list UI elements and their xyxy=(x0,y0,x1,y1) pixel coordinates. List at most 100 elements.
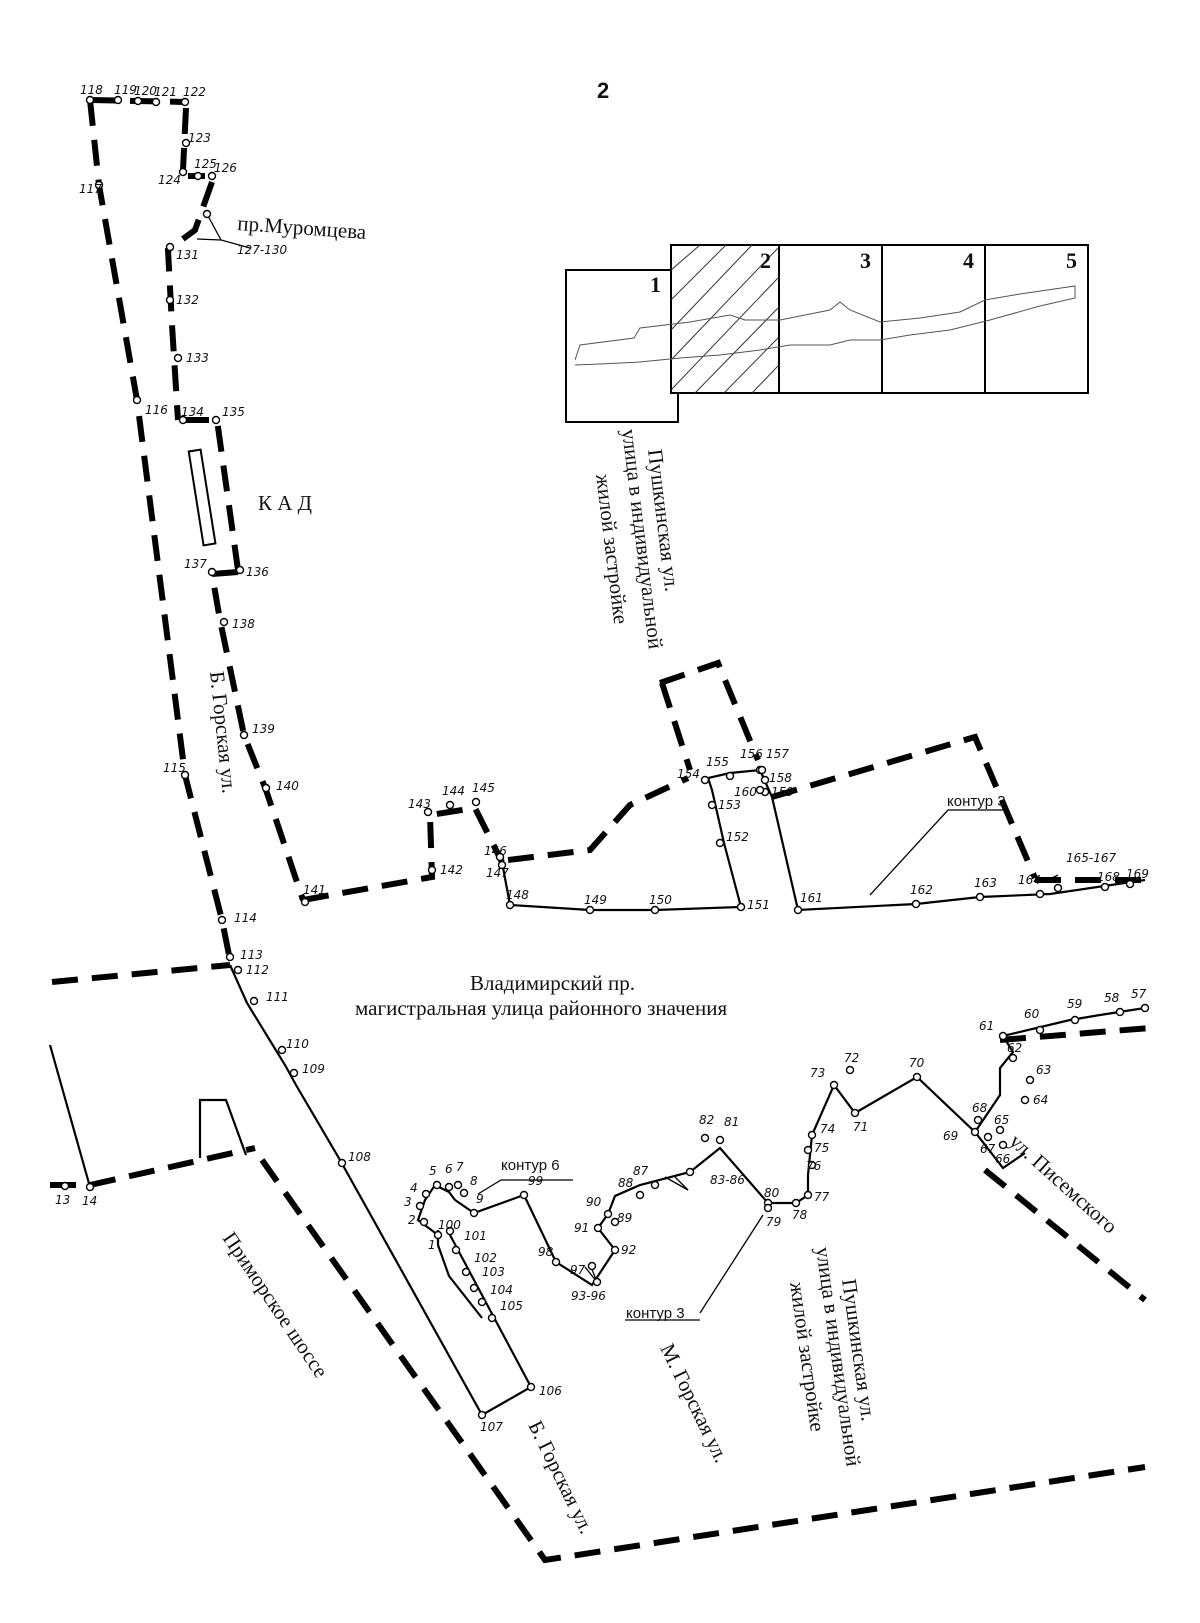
vertex-number: 132 xyxy=(176,293,199,307)
vertex-marker xyxy=(471,797,481,807)
vertex-number: 103 xyxy=(482,1265,505,1279)
vertex-marker xyxy=(235,565,245,575)
vertex-marker xyxy=(1115,1007,1125,1017)
label-contour-6: контур 6 xyxy=(501,1157,560,1174)
vertex-number: 121 xyxy=(154,85,177,99)
vertex-marker xyxy=(178,415,188,425)
vertex-marker xyxy=(211,415,221,425)
vertex-marker xyxy=(519,1190,529,1200)
vertex-marker xyxy=(433,1230,443,1240)
vertex-number: 164 xyxy=(1018,873,1041,887)
vertex-marker xyxy=(700,1133,710,1143)
vertex-number: 139 xyxy=(252,722,275,736)
vertex-number: 63 xyxy=(1036,1063,1051,1077)
vertex-number: 119 xyxy=(114,83,137,97)
vertex-number: 111 xyxy=(266,990,289,1004)
vertex-marker xyxy=(763,1203,773,1213)
vertex-marker xyxy=(793,905,803,915)
vertex-marker xyxy=(1100,882,1110,892)
vertex-marker xyxy=(132,395,142,405)
vertex-number: 13 xyxy=(55,1193,70,1207)
vertex-number: 67 xyxy=(980,1142,996,1156)
vertex-number: 74 xyxy=(820,1122,835,1136)
vertex-marker xyxy=(1125,879,1135,889)
label-contour-3-bottom: контур 3 xyxy=(626,1305,685,1322)
vertex-number: 110 xyxy=(286,1037,309,1051)
vertex-number: 145 xyxy=(472,781,495,795)
vertex-marker xyxy=(459,1188,469,1198)
vertex-marker xyxy=(807,1160,817,1170)
label-contour-3-top: контур 3 xyxy=(947,793,1006,810)
vertex-marker xyxy=(453,1180,463,1190)
vertex-marker xyxy=(151,97,161,107)
vertex-marker xyxy=(225,952,235,962)
vertex-marker xyxy=(85,95,95,105)
index-sheet-5 xyxy=(984,244,1089,394)
vertex-number: 154 xyxy=(677,767,700,781)
vertex-number: 158 xyxy=(769,771,792,785)
vertex-marker xyxy=(249,996,259,1006)
vertex-marker xyxy=(650,905,660,915)
vertex-marker xyxy=(207,567,217,577)
vertex-number: 168 xyxy=(1097,870,1120,884)
index-sheet-3-label: 3 xyxy=(860,248,871,273)
vertex-marker xyxy=(807,1130,817,1140)
vertex-number: 105 xyxy=(500,1299,523,1313)
vertex-marker xyxy=(261,783,271,793)
vertex-number: 109 xyxy=(302,1062,325,1076)
vertex-marker xyxy=(60,1181,70,1191)
index-sheet-2-label: 2 xyxy=(760,248,771,273)
vertex-number: 98 xyxy=(538,1245,554,1259)
vertex-number: 104 xyxy=(490,1283,513,1297)
vertex-number: 150 xyxy=(649,893,672,907)
vertex-number: 126 xyxy=(214,161,237,175)
vertex-marker xyxy=(451,1245,461,1255)
index-sheet-4-label: 4 xyxy=(963,248,974,273)
vertex-number: 123 xyxy=(188,131,211,145)
vertex-number: 1 xyxy=(428,1238,436,1252)
vertex-number: 62 xyxy=(1007,1041,1022,1055)
vertex-marker xyxy=(635,1190,645,1200)
vertex-marker xyxy=(587,1261,597,1271)
vertex-number: 160 xyxy=(734,785,757,799)
vertex-marker xyxy=(207,171,217,181)
index-sheet-1 xyxy=(565,269,679,423)
vertex-number: 93-96 xyxy=(571,1289,606,1303)
vertex-marker xyxy=(700,775,710,785)
vertex-number: 82 xyxy=(699,1113,714,1127)
vertex-marker xyxy=(181,138,191,148)
vertex-number: 79 xyxy=(766,1215,781,1229)
vertex-marker xyxy=(461,1267,471,1277)
vertex-number: 71 xyxy=(853,1120,868,1134)
vertex-marker xyxy=(912,1072,922,1082)
vertex-number: 69 xyxy=(943,1129,958,1143)
vertex-marker xyxy=(725,771,735,781)
vertex-marker xyxy=(1020,1095,1030,1105)
vertex-number: 70 xyxy=(909,1056,925,1070)
vertex-marker xyxy=(219,617,229,627)
vertex-number: 117 xyxy=(79,182,102,196)
vertex-number: 60 xyxy=(1024,1007,1040,1021)
vertex-number: 65 xyxy=(994,1113,1009,1127)
vertex-number: 83-86 xyxy=(710,1173,745,1187)
vertex-marker xyxy=(415,1201,425,1211)
vertex-number: 77 xyxy=(814,1190,830,1204)
vertex-number: 162 xyxy=(910,883,933,897)
vertex-marker xyxy=(217,915,227,925)
vertex-marker xyxy=(180,770,190,780)
vertex-number: 133 xyxy=(186,351,209,365)
vertex-number: 149 xyxy=(584,893,607,907)
vertex-marker xyxy=(421,1189,431,1199)
vertex-marker xyxy=(526,1382,536,1392)
vertex-number: 68 xyxy=(972,1101,988,1115)
vertex-number: 148 xyxy=(506,888,529,902)
vertex-number: 153 xyxy=(718,798,741,812)
vertex-marker xyxy=(551,1257,561,1267)
vertex-number: 76 xyxy=(806,1159,822,1173)
vertex-marker xyxy=(469,1283,479,1293)
vertex-number: 152 xyxy=(726,830,749,844)
vertex-marker xyxy=(592,1277,602,1287)
vertex-number: 156 xyxy=(740,747,763,761)
vertex-marker xyxy=(975,892,985,902)
